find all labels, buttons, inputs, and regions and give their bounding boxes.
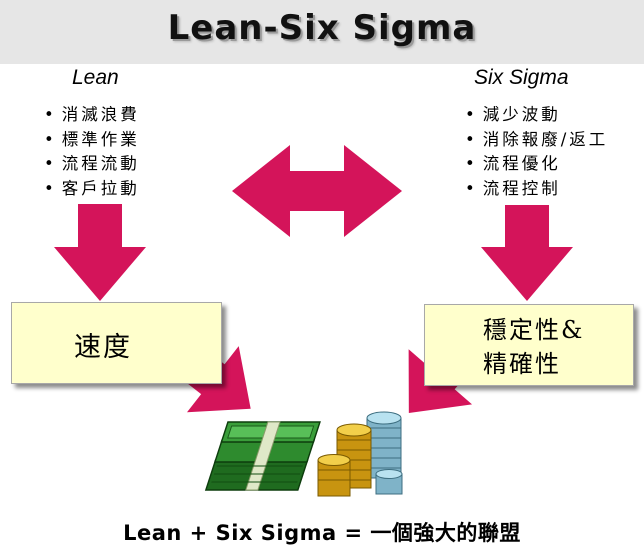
stability-label: 穩定性& (483, 316, 585, 344)
six-sigma-heading: Six Sigma (474, 66, 569, 89)
down-arrow-icon (54, 204, 146, 301)
double-arrow-icon (232, 145, 402, 237)
coin-stacks-icon (317, 411, 403, 497)
list-item: 消除報廢/返工 (465, 128, 608, 153)
list-item: 消滅浪費 (44, 103, 140, 128)
list-item: 流程控制 (465, 177, 608, 202)
speed-box: 速度 (11, 302, 222, 384)
lean-list: 消滅浪費 標準作業 流程流動 客戶拉動 (44, 103, 140, 201)
stability-box: 穩定性& 精確性 (424, 304, 634, 386)
six-sigma-list: 減少波動 消除報廢/返工 流程優化 流程控制 (465, 103, 608, 201)
down-arrow-icon (481, 205, 573, 301)
lean-heading: Lean (72, 66, 119, 89)
footer-caption: Lean + Six Sigma = 一個強大的聯盟 (123, 521, 521, 545)
page-title: Lean-Six Sigma (167, 8, 477, 48)
list-item: 客戶拉動 (44, 177, 140, 202)
list-item: 標準作業 (44, 128, 140, 153)
speed-label: 速度 (74, 332, 132, 363)
list-item: 流程優化 (465, 152, 608, 177)
list-item: 減少波動 (465, 103, 608, 128)
money-stack-icon (204, 421, 321, 491)
precision-label: 精確性 (483, 350, 561, 378)
title-bar (0, 0, 644, 64)
list-item: 流程流動 (44, 152, 140, 177)
